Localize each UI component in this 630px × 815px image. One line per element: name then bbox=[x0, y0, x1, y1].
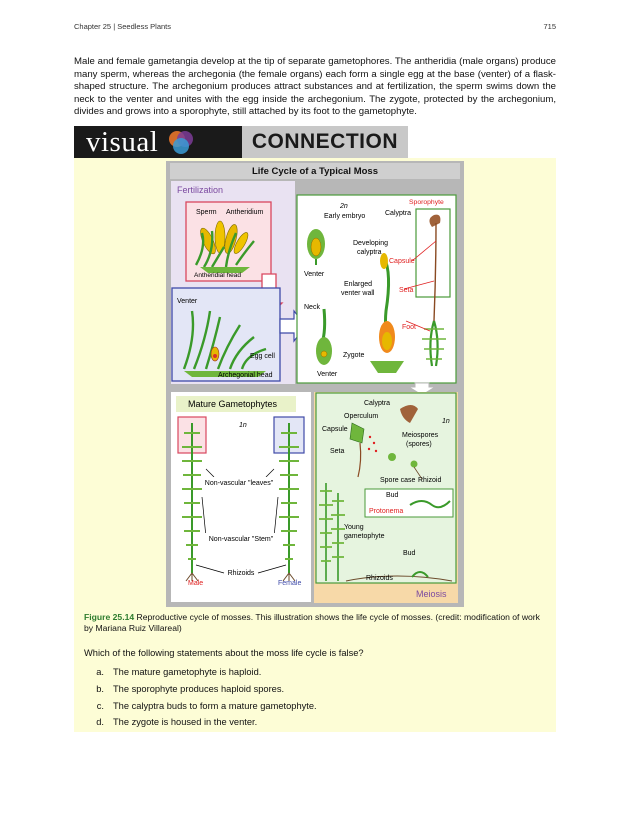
arrow-to-meiosis bbox=[407, 382, 437, 396]
chapter-title: Chapter 25 | Seedless Plants bbox=[74, 22, 172, 31]
option-text: The sporophyte produces haploid spores. bbox=[113, 683, 285, 694]
venter-label-mid: Venter bbox=[304, 271, 325, 278]
answer-options: a. The mature gametophyte is haploid. b. T… bbox=[84, 664, 550, 731]
early-embryo-drawing bbox=[307, 229, 325, 265]
banner-visual-text: visual bbox=[86, 125, 159, 158]
rhizoid-pointers bbox=[195, 564, 287, 574]
developing-calyptra-label-1: Developing bbox=[353, 240, 388, 247]
leaves-pointers-lower bbox=[201, 496, 279, 538]
option-text: The zygote is housed in the venter. bbox=[113, 717, 258, 728]
bud-lower-label: Bud bbox=[403, 550, 416, 557]
antheridial-head-label: Antheridial head bbox=[194, 272, 241, 279]
antheridium-label: Antheridium bbox=[226, 209, 264, 216]
young-gametophyte-label-2: gametophyte bbox=[344, 533, 385, 540]
foot-label: Foot bbox=[402, 324, 416, 331]
one-n-right-label: 1n bbox=[442, 418, 450, 425]
figure-number: Figure 25.14 bbox=[84, 612, 135, 622]
answer-option-b[interactable]: b. The sporophyte produces haploid spores… bbox=[84, 681, 550, 698]
two-n-label: 2n bbox=[339, 203, 348, 210]
mature-sporophyte-drawing bbox=[403, 214, 446, 367]
calyptra-drawing bbox=[400, 405, 418, 423]
young-gametophyte-label-1: Young bbox=[344, 524, 364, 531]
answer-option-d[interactable]: d. The zygote is housed in the venter. bbox=[84, 714, 550, 731]
option-letter: c. bbox=[96, 700, 104, 711]
nonvascular-leaves-label: Non-vascular "leaves" bbox=[205, 480, 274, 487]
answer-option-a[interactable]: a. The mature gametophyte is haploid. bbox=[84, 664, 550, 681]
archegonial-head-label: Archegonial head bbox=[218, 372, 273, 379]
sperm-label: Sperm bbox=[196, 209, 217, 216]
egg-cell-label: Egg cell bbox=[250, 353, 275, 360]
female-gametophyte-drawing bbox=[279, 423, 299, 582]
archegonia-drawing bbox=[182, 310, 267, 377]
female-label: Female bbox=[278, 580, 301, 587]
connection-logo-icon bbox=[169, 131, 194, 154]
option-text: The calyptra buds to form a mature gamet… bbox=[113, 700, 317, 711]
young-gametophytes-drawing bbox=[319, 483, 453, 582]
sporophyte-label: Sporophyte bbox=[409, 199, 444, 206]
nonvascular-stem-label: Non-vascular "Stem" bbox=[209, 536, 274, 543]
answer-option-c[interactable]: c. The calyptra buds to form a mature gam… bbox=[84, 698, 550, 715]
male-label: Male bbox=[188, 580, 203, 587]
venter-label-low: Venter bbox=[317, 371, 338, 378]
protonema-box bbox=[364, 488, 454, 518]
mature-gametophytes-label: Mature Gametophytes bbox=[188, 399, 278, 409]
meiosis-label: Meiosis bbox=[416, 589, 447, 599]
option-letter: d. bbox=[96, 717, 104, 728]
intro-paragraph: Male and female gametangia develop at th… bbox=[74, 56, 556, 118]
operculum-label: Operculum bbox=[344, 413, 378, 420]
figure-caption: Figure 25.14 Reproductive cycle of mosse… bbox=[84, 612, 550, 635]
capsule-top-label: Capsule bbox=[389, 258, 415, 265]
enlarged-label-2: venter wall bbox=[341, 290, 375, 297]
seta-top-label: Seta bbox=[399, 287, 414, 294]
neck-label: Neck bbox=[304, 304, 320, 311]
question-text: Which of the following statements about … bbox=[84, 648, 364, 658]
spore-development-panel bbox=[315, 392, 457, 584]
calyptra-right-label: Calyptra bbox=[364, 400, 390, 407]
mature-gametophytes-heading-bg bbox=[176, 396, 296, 412]
meiospores-label-2: (spores) bbox=[406, 441, 432, 448]
visual-connection-box: Life Cycle of a Typical Moss Fertilizati… bbox=[74, 158, 556, 732]
page-header: Chapter 25 | Seedless Plants 715 bbox=[74, 22, 556, 31]
early-embryo-label: Early embryo bbox=[324, 213, 365, 220]
zygote-label: Zygote bbox=[343, 352, 365, 359]
moss-life-cycle-figure: Life Cycle of a Typical Moss Fertilizati… bbox=[166, 161, 464, 607]
open-capsule-drawing bbox=[349, 422, 378, 478]
option-letter: a. bbox=[96, 667, 104, 677]
seta-right-label: Seta bbox=[330, 448, 345, 455]
rhizoids-left-label: Rhizoids bbox=[228, 570, 255, 577]
visual-connection-banner: visual CONNECTION bbox=[74, 126, 408, 158]
protonema-drawing bbox=[409, 500, 451, 509]
spore-case-label: Spore case bbox=[380, 477, 416, 484]
banner-connection-text: CONNECTION bbox=[241, 126, 408, 158]
rhizoids-right-label: Rhizoids bbox=[366, 575, 393, 582]
capsule-right-label: Capsule bbox=[322, 426, 348, 433]
figure-caption-text: Reproductive cycle of mosses. This illus… bbox=[84, 612, 540, 634]
page-number: 715 bbox=[543, 22, 556, 31]
sporophyte-box bbox=[415, 208, 451, 298]
developing-sporophyte-drawing bbox=[370, 253, 404, 373]
meiospores-label-1: Meiospores bbox=[402, 432, 439, 439]
enlarged-label-1: Enlarged bbox=[344, 281, 372, 288]
fertilization-label: Fertilization bbox=[177, 185, 223, 195]
antheridia-drawing bbox=[194, 220, 255, 273]
bud-upper-label: Bud bbox=[386, 492, 399, 499]
option-text: The mature gametophyte is haploid. bbox=[113, 667, 262, 677]
figure-title: Life Cycle of a Typical Moss bbox=[252, 166, 378, 177]
archegonial-head-box bbox=[171, 287, 281, 382]
male-gametophyte-drawing bbox=[182, 423, 202, 582]
protonema-label: Protonema bbox=[369, 508, 403, 515]
calyptra-top-label: Calyptra bbox=[385, 210, 411, 217]
developing-calyptra-label-2: calyptra bbox=[357, 249, 382, 256]
spore-germination-drawing bbox=[388, 453, 423, 480]
option-letter: b. bbox=[96, 683, 104, 694]
figure-title-bar bbox=[170, 163, 460, 179]
leaves-pointers bbox=[205, 468, 275, 478]
one-n-left-label: 1n bbox=[239, 422, 247, 429]
zygote-archegonium-drawing bbox=[316, 308, 332, 365]
venter-label-top: Venter bbox=[177, 298, 198, 305]
rhizoid-label: Rhizoid bbox=[418, 477, 441, 484]
